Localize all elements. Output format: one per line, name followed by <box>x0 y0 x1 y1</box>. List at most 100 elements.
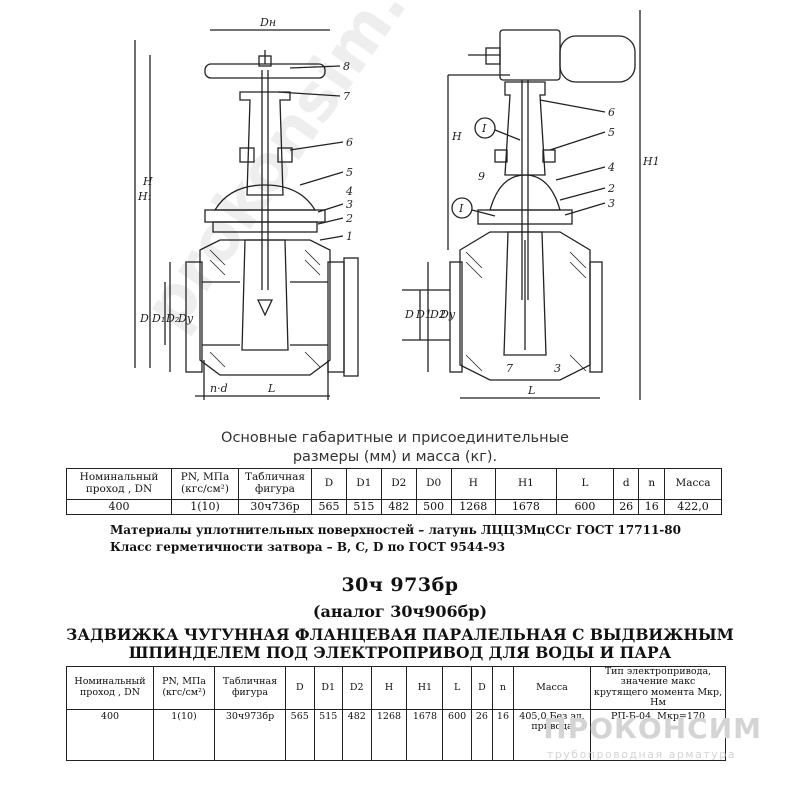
materials-note: Материалы уплотнительных поверхностей – … <box>110 523 681 537</box>
table-row: 400 1(10) 30ч973бр 565 515 482 1268 1678… <box>66 708 726 761</box>
table-header-cell: D2 <box>380 468 417 500</box>
table-header-cell: D <box>311 468 347 500</box>
table-cell: 565 <box>285 708 315 761</box>
product-title-line-1: ЗАДВИЖКА ЧУГУННАЯ ФЛАНЦЕВАЯ ПАРАЛЕЛЬНАЯ … <box>66 625 734 644</box>
caption-line-2: размеры (мм) и масса (кг). <box>292 449 498 465</box>
table-cell: 500 <box>415 499 452 515</box>
label-d1: D₁ <box>151 312 165 325</box>
table-header-cell: D1 <box>345 468 382 500</box>
table-header-cell: D1 <box>313 666 343 710</box>
table-header-cell: H <box>370 666 408 710</box>
table-cell: 30ч736р <box>238 499 312 515</box>
product-title-line-2: ШПИНДЕЛЕМ ПОД ЭЛЕКТРОПРИВОД ДЛЯ ВОДЫ И П… <box>128 643 672 662</box>
table-cell: 600 <box>442 708 472 761</box>
table-header-cell: n <box>491 666 515 710</box>
left-valve-view <box>134 29 359 400</box>
table-cell: 600 <box>555 499 614 515</box>
table-cell: 565 <box>311 499 347 515</box>
label-dn: Dн <box>259 16 276 29</box>
label-d: D <box>139 312 149 325</box>
caption-line-1: Основные габаритные и присоединительные <box>221 430 569 446</box>
label-right-d: D <box>404 308 414 321</box>
table-header-cell: H1 <box>406 666 444 710</box>
label-nd: n·d <box>210 382 228 395</box>
table-header-cell: n <box>638 468 665 500</box>
callout-l-2: 2 <box>345 212 353 225</box>
callout-r-2: 2 <box>607 182 615 195</box>
tightness-note: Класс герметичности затвора – B, C, D по… <box>110 540 506 554</box>
table-header-cell: PN, МПа (кгс/см²) <box>171 468 239 500</box>
dimensions-table: Номинальный проход , DN PN, МПа (кгс/см²… <box>66 468 722 515</box>
table-header-cell: Номинальный проход , DN <box>66 666 154 710</box>
table-header-cell: d <box>612 468 640 500</box>
callout-r-3b: 3 <box>554 362 561 375</box>
table-cell: 1(10) <box>153 708 215 761</box>
table-header-cell: Табличная фигура <box>214 666 286 710</box>
callout-l-4: 4 <box>345 185 353 198</box>
table-header-cell: Масса <box>513 666 591 710</box>
label-dy: Dу <box>177 312 194 325</box>
table-header-cell: PN, МПа (кгс/см²) <box>153 666 215 710</box>
table-header-cell: D2 <box>342 666 372 710</box>
table-cell: РП-Б-04, Мкр=170 <box>590 708 726 761</box>
table-cell: 26 <box>470 708 493 761</box>
label-h1: H₁ <box>137 190 152 203</box>
circle-callout-2: I <box>458 202 464 215</box>
table-cell: 422,0 <box>664 499 722 515</box>
circle-callout-1: I <box>481 122 487 135</box>
label-right-d1: D1 <box>415 308 432 321</box>
table-header-cell: L <box>442 666 472 710</box>
table-header-cell: H <box>450 468 496 500</box>
table-cell: 400 <box>66 499 172 515</box>
table-cell: 482 <box>380 499 417 515</box>
technical-drawing: Dн H₁ H D D₁ D₂ Dу n·d L 8 7 6 5 4 3 2 1… <box>134 10 660 400</box>
table-cell: 26 <box>612 499 640 515</box>
table-cell: 1268 <box>370 708 408 761</box>
table-header-row: Номинальный проход , DN PN, МПа (кгс/см²… <box>66 666 726 710</box>
table-cell: 16 <box>638 499 665 515</box>
table-row: 400 1(10) 30ч736р 565 515 482 500 1268 1… <box>66 499 722 515</box>
callout-r-9: 9 <box>478 170 485 183</box>
table-header-cell: Масса <box>664 468 722 500</box>
label-h: H <box>142 175 153 188</box>
label-right-d2: D2 <box>429 308 446 321</box>
callout-l-8: 8 <box>343 60 350 73</box>
brand-subtitle-watermark: трубопроводная арматура <box>546 748 736 761</box>
table-header-cell: Тип электропривода, значение макс крутящ… <box>590 666 726 710</box>
model-analog: (аналог 30ч906бр) <box>312 602 488 621</box>
callout-r-3: 3 <box>608 197 615 210</box>
label-l: L <box>267 382 275 395</box>
table-header-cell: D0 <box>415 468 452 500</box>
callout-r-4: 4 <box>607 161 615 174</box>
table-header-cell: H1 <box>494 468 557 500</box>
table-cell: 515 <box>345 499 382 515</box>
table-cell: 1678 <box>494 499 557 515</box>
brand-watermark: ПРОКОНСИМ <box>543 712 762 745</box>
electric-drive-table: Номинальный проход , DN PN, МПа (кгс/см²… <box>66 666 726 761</box>
label-right-l: L <box>527 384 535 397</box>
callout-l-1: 1 <box>346 230 353 243</box>
right-valve-view <box>402 10 641 400</box>
label-d2: D₂ <box>165 312 179 325</box>
table-header-cell: Номинальный проход , DN <box>66 468 172 500</box>
label-right-dy: Dy <box>439 308 456 321</box>
table-cell: 1(10) <box>171 499 239 515</box>
callout-r-7: 7 <box>506 362 513 375</box>
table-cell: 16 <box>491 708 515 761</box>
table-header-cell: Табличная фигура <box>238 468 312 500</box>
table-header-cell: D <box>285 666 315 710</box>
label-right-h: H <box>451 130 462 143</box>
label-right-h1: H1 <box>642 155 660 168</box>
table-cell: 1268 <box>450 499 496 515</box>
callout-l-6: 6 <box>346 136 353 149</box>
table-cell: 405,0 Без эл. привода <box>513 708 591 761</box>
callout-l-7: 7 <box>343 90 350 103</box>
table-cell: 482 <box>342 708 372 761</box>
table-cell: 1678 <box>406 708 444 761</box>
model-number: 30ч 973бр <box>341 574 459 596</box>
table-cell: 30ч973бр <box>214 708 286 761</box>
table-cell: 400 <box>66 708 154 761</box>
table-header-row: Номинальный проход , DN PN, МПа (кгс/см²… <box>66 468 722 500</box>
callout-r-5: 5 <box>608 126 615 139</box>
callout-l-3: 3 <box>346 198 353 211</box>
